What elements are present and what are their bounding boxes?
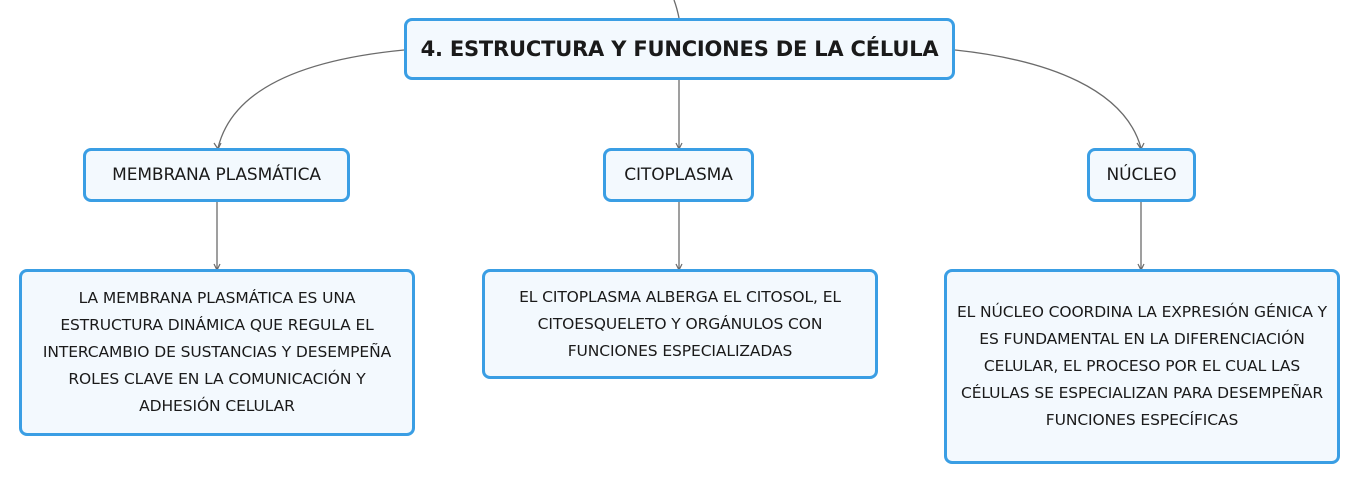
connector-main-to-membrana [217, 49, 405, 149]
topic-label-nucleo: NÚCLEO [1106, 165, 1177, 185]
detail-node-membrana-plasmatica[interactable]: LA MEMBRANA PLASMÁTICA ES UNA ESTRUCTURA… [19, 269, 415, 436]
connector-parent [673, 0, 680, 19]
detail-text-citoplasma: EL CITOPLASMA ALBERGA EL CITOSOL, EL CIT… [519, 287, 841, 360]
topic-node-nucleo[interactable]: NÚCLEO [1087, 148, 1196, 202]
topic-node-citoplasma[interactable]: CITOPLASMA [603, 148, 754, 202]
central-topic-node[interactable]: 4. ESTRUCTURA Y FUNCIONES DE LA CÉLULA [404, 18, 955, 80]
detail-node-nucleo[interactable]: EL NÚCLEO COORDINA LA EXPRESIÓN GÉNICA Y… [944, 269, 1340, 464]
connector-main-to-nucleo [954, 49, 1142, 149]
detail-text-membrana-plasmatica: LA MEMBRANA PLASMÁTICA ES UNA ESTRUCTURA… [42, 289, 392, 415]
topic-label-citoplasma: CITOPLASMA [624, 165, 733, 185]
detail-node-citoplasma[interactable]: EL CITOPLASMA ALBERGA EL CITOSOL, EL CIT… [482, 269, 878, 379]
detail-text-nucleo: EL NÚCLEO COORDINA LA EXPRESIÓN GÉNICA Y… [956, 303, 1328, 429]
central-topic-label: 4. ESTRUCTURA Y FUNCIONES DE LA CÉLULA [420, 37, 939, 61]
topic-node-membrana-plasmatica[interactable]: MEMBRANA PLASMÁTICA [83, 148, 350, 202]
topic-label-membrana-plasmatica: MEMBRANA PLASMÁTICA [112, 165, 321, 185]
